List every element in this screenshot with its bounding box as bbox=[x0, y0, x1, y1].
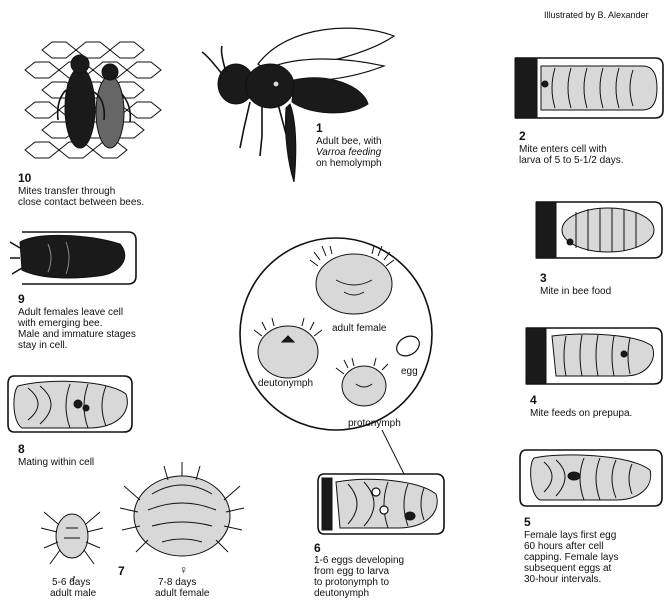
adult-female-label: adult female bbox=[332, 323, 386, 334]
honeycomb-bees-illustration bbox=[22, 30, 172, 165]
egg-label: egg bbox=[401, 366, 418, 377]
cell-pupa-egg-laying-illustration bbox=[520, 446, 666, 510]
stage-9-number: 9 bbox=[18, 293, 25, 305]
stage-6-caption-line-4: deutonymph bbox=[314, 588, 369, 599]
cell-emerging-bee-illustration bbox=[8, 228, 140, 288]
stage-9-caption-line-3: Male and immature stages bbox=[18, 329, 136, 340]
stage-6-caption-line-1: 1-6 eggs developing bbox=[314, 555, 404, 566]
illustrator-credit: Illustrated by B. Alexander bbox=[544, 10, 649, 20]
stage-2-caption-line-2: larva of 5 to 5-1/2 days. bbox=[519, 155, 624, 166]
stage-5-caption-line-2: 60 hours after cell bbox=[524, 541, 604, 552]
cell-mating-illustration bbox=[8, 372, 136, 436]
stage-6-caption-line-3: to protonymph to bbox=[314, 577, 389, 588]
stage-2-number: 2 bbox=[519, 130, 526, 142]
stage-1-caption-line-2: Varroa feeding bbox=[316, 147, 381, 158]
mite-stages-circle-illustration bbox=[236, 236, 436, 436]
cell-mite-in-bee-food-illustration bbox=[536, 196, 666, 266]
stage-5-caption-line-3: capping. Female lays bbox=[524, 552, 619, 563]
adult-male-label-line-1: 5-6 days bbox=[52, 577, 90, 588]
adult-female-stage7-label-line-2: adult female bbox=[155, 588, 209, 599]
stage-3-caption-line-1: Mite in bee food bbox=[540, 286, 611, 297]
cell-larva-mite-enters-illustration bbox=[515, 54, 665, 124]
stage-1-number: 1 bbox=[316, 122, 323, 134]
stage-8-caption-line-1: Mating within cell bbox=[18, 457, 94, 468]
stage-7-number: 7 bbox=[118, 565, 125, 577]
adult-male-label-line-2: adult male bbox=[50, 588, 96, 599]
stage-10-number: 10 bbox=[18, 172, 31, 184]
stage-5-number: 5 bbox=[524, 516, 531, 528]
adult-female-mite-illustration bbox=[118, 460, 246, 570]
stage-5-caption-line-4: subsequent eggs at bbox=[524, 563, 611, 574]
stage-9-caption-line-1: Adult females leave cell bbox=[18, 307, 123, 318]
adult-male-mite-illustration bbox=[40, 498, 104, 572]
cell-prepupa-illustration bbox=[526, 324, 666, 388]
stage-5-caption-line-5: 30-hour intervals. bbox=[524, 574, 601, 585]
stage-1-caption-line-3: on hemolymph bbox=[316, 158, 382, 169]
stage-4-caption-line-1: Mite feeds on prepupa. bbox=[530, 408, 632, 419]
stage-10-caption-line-2: close contact between bees. bbox=[18, 197, 144, 208]
stage-9-caption-line-2: with emerging bee. bbox=[18, 318, 103, 329]
stage-2-caption-line-1: Mite enters cell with bbox=[519, 144, 607, 155]
stage-4-number: 4 bbox=[530, 394, 537, 406]
cell-developing-eggs-illustration bbox=[318, 470, 448, 540]
stage-8-number: 8 bbox=[18, 443, 25, 455]
adult-female-stage7-label-line-1: 7-8 days bbox=[158, 577, 196, 588]
female-symbol: ♀ bbox=[179, 565, 188, 576]
stage-6-number: 6 bbox=[314, 542, 321, 554]
stage-6-caption-line-2: from egg to larva bbox=[314, 566, 389, 577]
stage-1-caption-line-1: Adult bee, with bbox=[316, 136, 382, 147]
stage-3-number: 3 bbox=[540, 272, 547, 284]
stage-5-caption-line-1: Female lays first egg bbox=[524, 530, 616, 541]
deutonymph-label: deutonymph bbox=[258, 378, 313, 389]
stage-10-caption-line-1: Mites transfer through bbox=[18, 186, 115, 197]
stage-9-caption-line-4: stay in cell. bbox=[18, 340, 67, 351]
